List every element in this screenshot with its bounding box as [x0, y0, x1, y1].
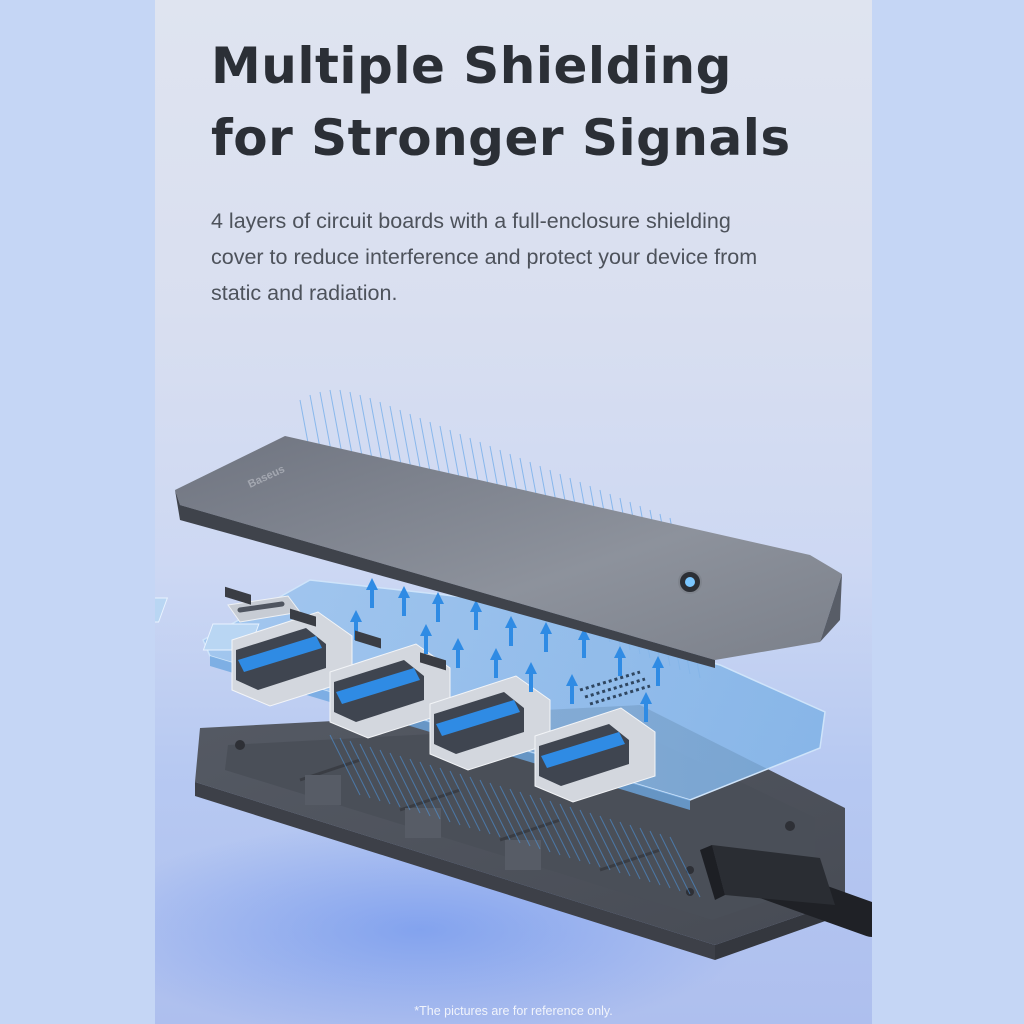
signal-arrows	[350, 578, 664, 722]
description: 4 layers of circuit boards with a full-e…	[211, 203, 851, 311]
headline-line-2: for Stronger Signals	[211, 109, 791, 167]
description-line-2: cover to reduce interference and protect…	[211, 245, 758, 269]
usb-a-port-2	[329, 643, 451, 739]
usb-cable	[700, 845, 872, 937]
top-cover: Baseus	[175, 436, 842, 671]
indicator-light	[678, 570, 702, 594]
exploded-hub-illustration: Baseus	[155, 389, 872, 1024]
product-panel: Multiple Shielding for Stronger Signals …	[155, 0, 872, 1024]
headline-line-1: Multiple Shielding	[211, 37, 732, 95]
usb-a-port-1	[231, 611, 353, 707]
usb-a-port-3	[429, 675, 551, 771]
description-line-1: 4 layers of circuit boards with a full-e…	[211, 209, 731, 233]
reference-footnote: *The pictures are for reference only.	[414, 1004, 613, 1018]
signal-waves-bottom	[329, 734, 701, 898]
description-line-3: static and radiation.	[211, 281, 398, 305]
usb-a-port-4	[534, 707, 656, 803]
headline: Multiple Shielding for Stronger Signals	[211, 30, 791, 174]
